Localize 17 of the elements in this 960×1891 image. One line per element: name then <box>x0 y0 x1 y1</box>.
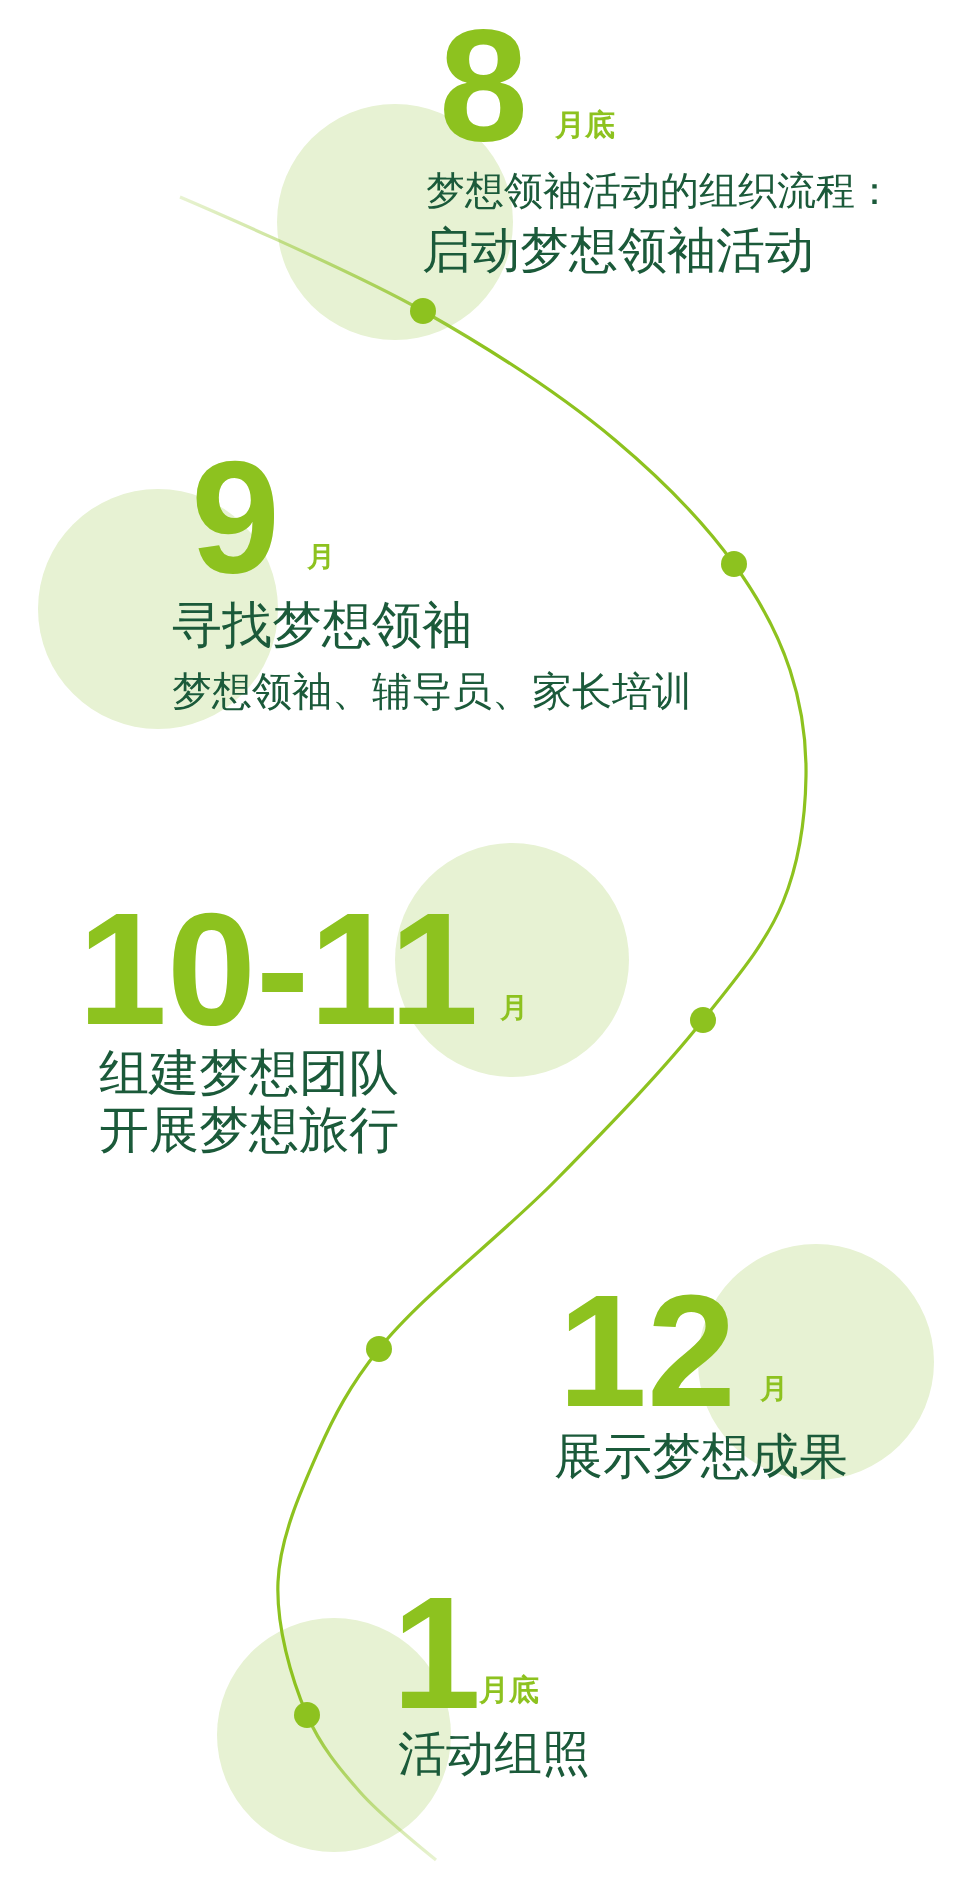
milestone-text: 启动梦想领袖活动 <box>422 223 814 280</box>
month-number: 9 <box>191 456 280 578</box>
month-number: 8 <box>439 24 528 146</box>
month-unit: 月 <box>500 994 528 1023</box>
milestone-text: 活动组照 <box>398 1726 590 1782</box>
process-heading: 梦想领袖活动的组织流程： <box>426 168 894 214</box>
month-number: 10-11 <box>78 908 479 1030</box>
month-unit: 月底 <box>479 1675 539 1706</box>
milestone-text: 梦想领袖、辅导员、家长培训 <box>172 668 692 715</box>
month-unit: 月 <box>760 1375 788 1404</box>
month-unit: 月底 <box>555 110 615 141</box>
month-unit: 月 <box>307 543 335 572</box>
milestone-text: 开展梦想旅行 <box>99 1102 399 1160</box>
milestone-text: 寻找梦想领袖 <box>172 597 472 655</box>
milestone-text: 展示梦想成果 <box>554 1429 848 1486</box>
milestone-text: 组建梦想团队 <box>99 1045 399 1103</box>
month-number: 12 <box>558 1290 736 1412</box>
